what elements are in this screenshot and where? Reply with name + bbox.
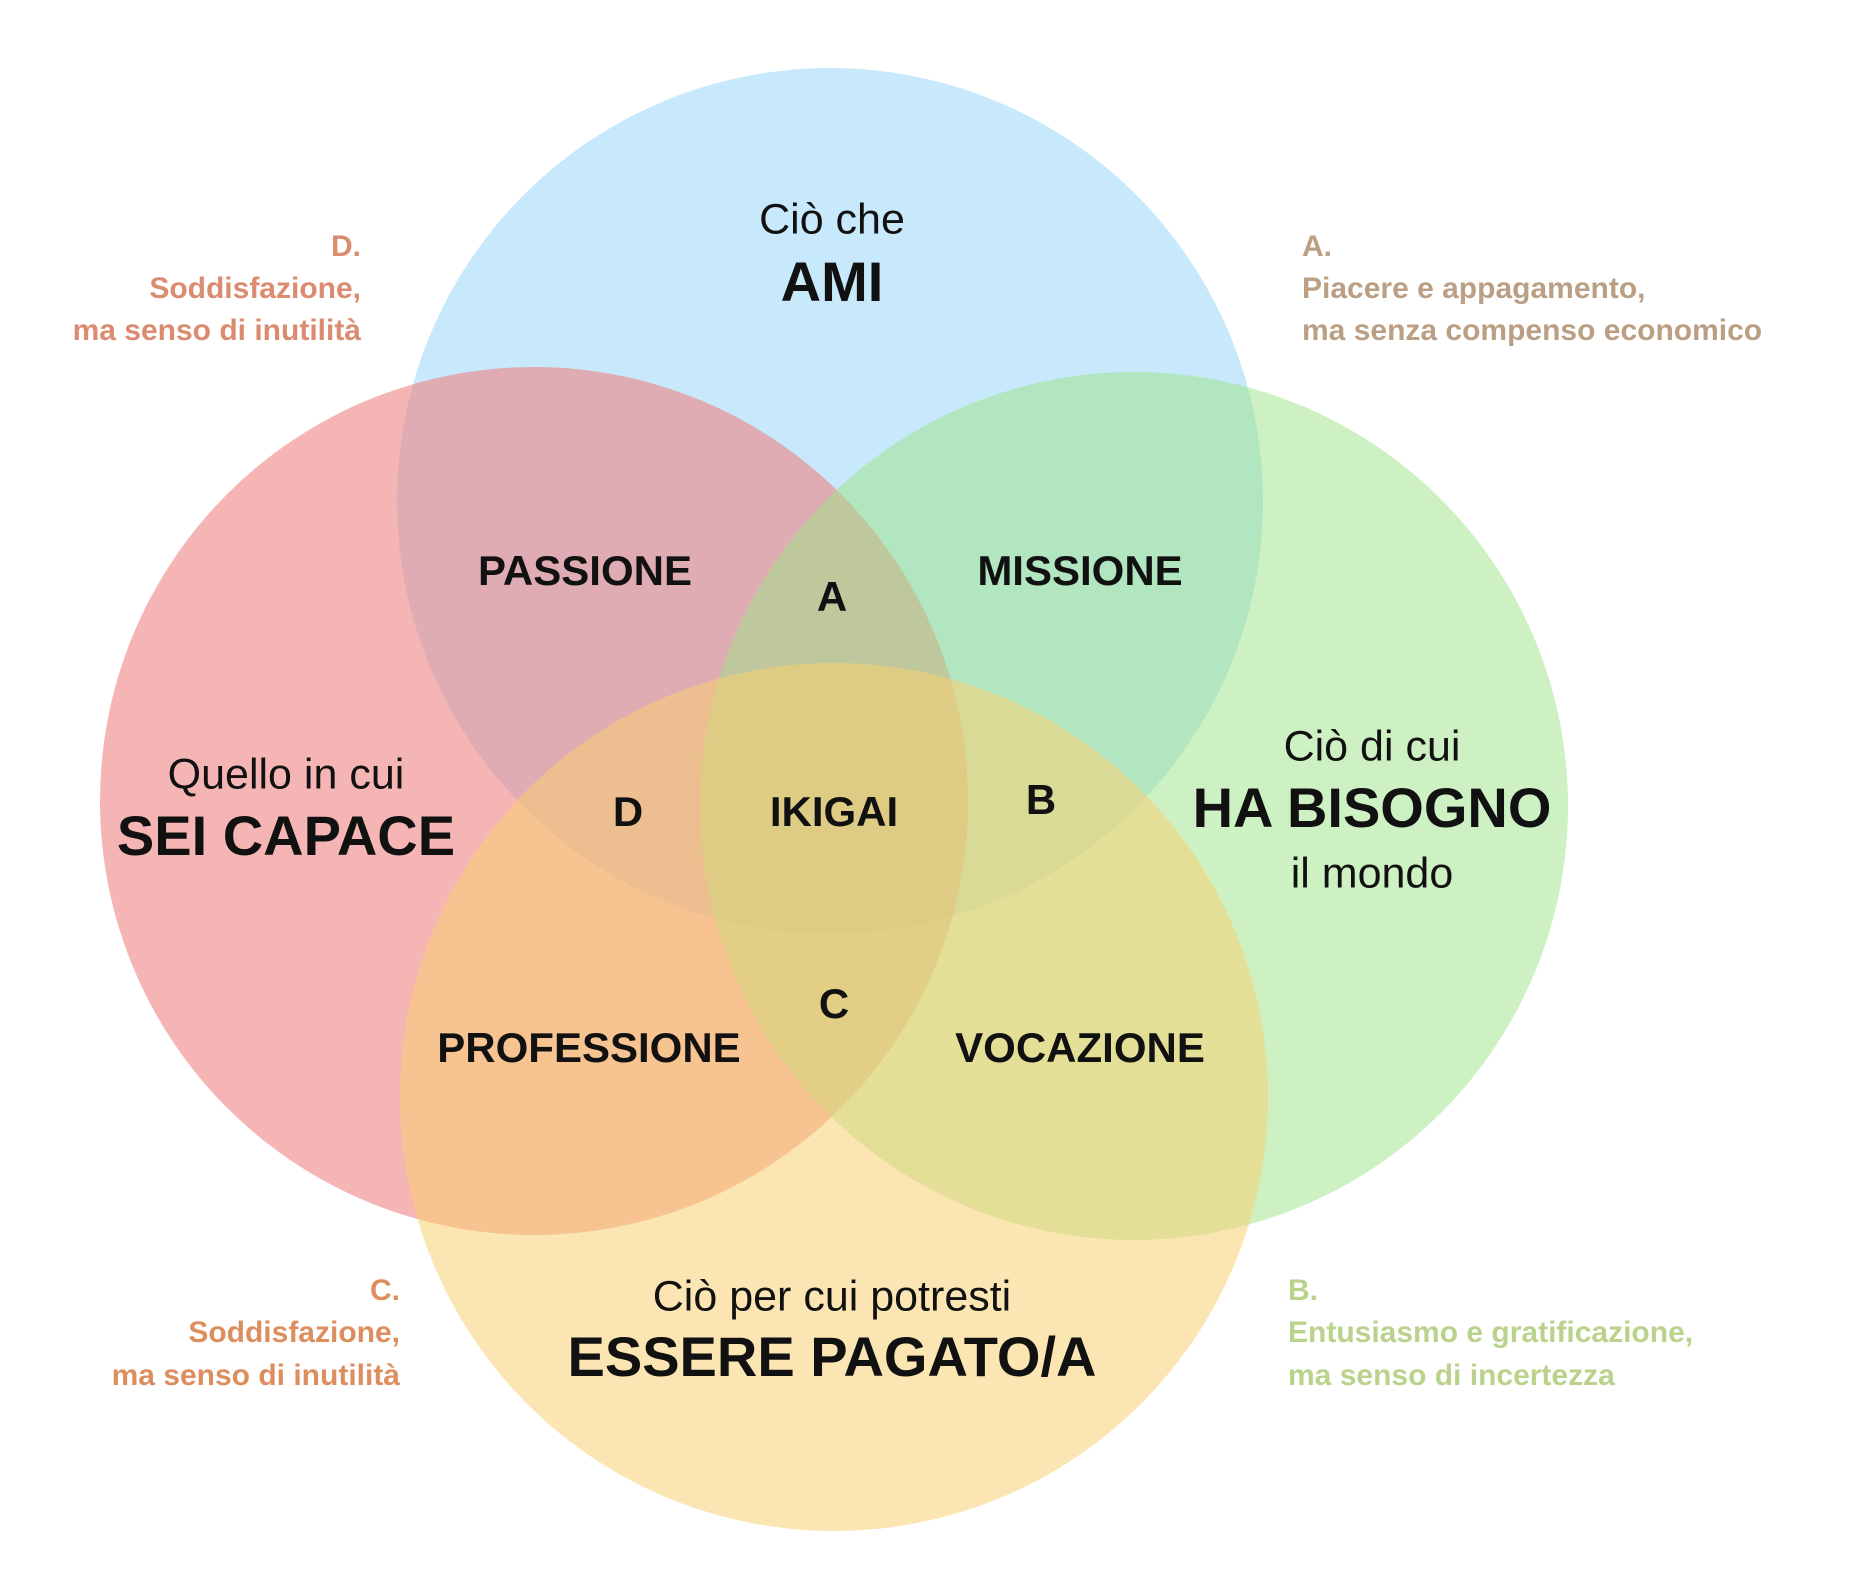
zone-d: D	[613, 788, 643, 835]
note-b-line2: ma senso di incertezza	[1288, 1359, 1615, 1392]
zone-vocazione: VOCAZIONE	[955, 1024, 1205, 1071]
note-a-line2: ma senza compenso economico	[1302, 314, 1762, 347]
zone-passione: PASSIONE	[478, 547, 692, 594]
world-needs-line1: Ciò di cui	[1284, 722, 1461, 770]
zone-missione: MISSIONE	[977, 547, 1182, 594]
note-b: B. Entusiasmo e gratificazione, ma senso…	[1288, 1274, 1693, 1392]
note-c-line1: Soddisfazione,	[188, 1316, 400, 1349]
note-c: C. Soddisfazione, ma senso di inutilità	[112, 1274, 401, 1392]
note-d-title: D.	[331, 230, 361, 263]
note-c-title: C.	[370, 1274, 400, 1307]
world-needs-line3: il mondo	[1291, 849, 1454, 897]
zone-professione: PROFESSIONE	[437, 1024, 740, 1071]
note-a: A. Piacere e appagamento, ma senza compe…	[1302, 230, 1762, 347]
note-c-line2: ma senso di inutilità	[112, 1359, 401, 1392]
note-b-title: B.	[1288, 1274, 1318, 1307]
paid-for-title: ESSERE PAGATO/A	[568, 1325, 1097, 1388]
circle-paid-for	[400, 663, 1268, 1531]
love-title: AMI	[781, 250, 884, 313]
note-d-line2: ma senso di inutilità	[73, 314, 362, 347]
note-d: D. Soddisfazione, ma senso di inutilità	[73, 230, 362, 347]
note-b-line1: Entusiasmo e gratificazione,	[1288, 1316, 1693, 1349]
paid-for-line1: Ciò per cui potresti	[653, 1272, 1012, 1320]
note-d-line1: Soddisfazione,	[149, 272, 361, 305]
note-a-title: A.	[1302, 230, 1332, 263]
zone-b: B	[1026, 776, 1056, 823]
love-line1: Ciò che	[759, 195, 905, 243]
zone-a: A	[817, 573, 847, 620]
note-a-line1: Piacere e appagamento,	[1302, 272, 1645, 305]
zone-c: C	[819, 980, 849, 1027]
world-needs-title: HA BISOGNO	[1193, 776, 1552, 839]
good-at-title: SEI CAPACE	[117, 804, 455, 867]
good-at-line1: Quello in cui	[168, 750, 405, 798]
zone-ikigai: IKIGAI	[770, 788, 898, 835]
